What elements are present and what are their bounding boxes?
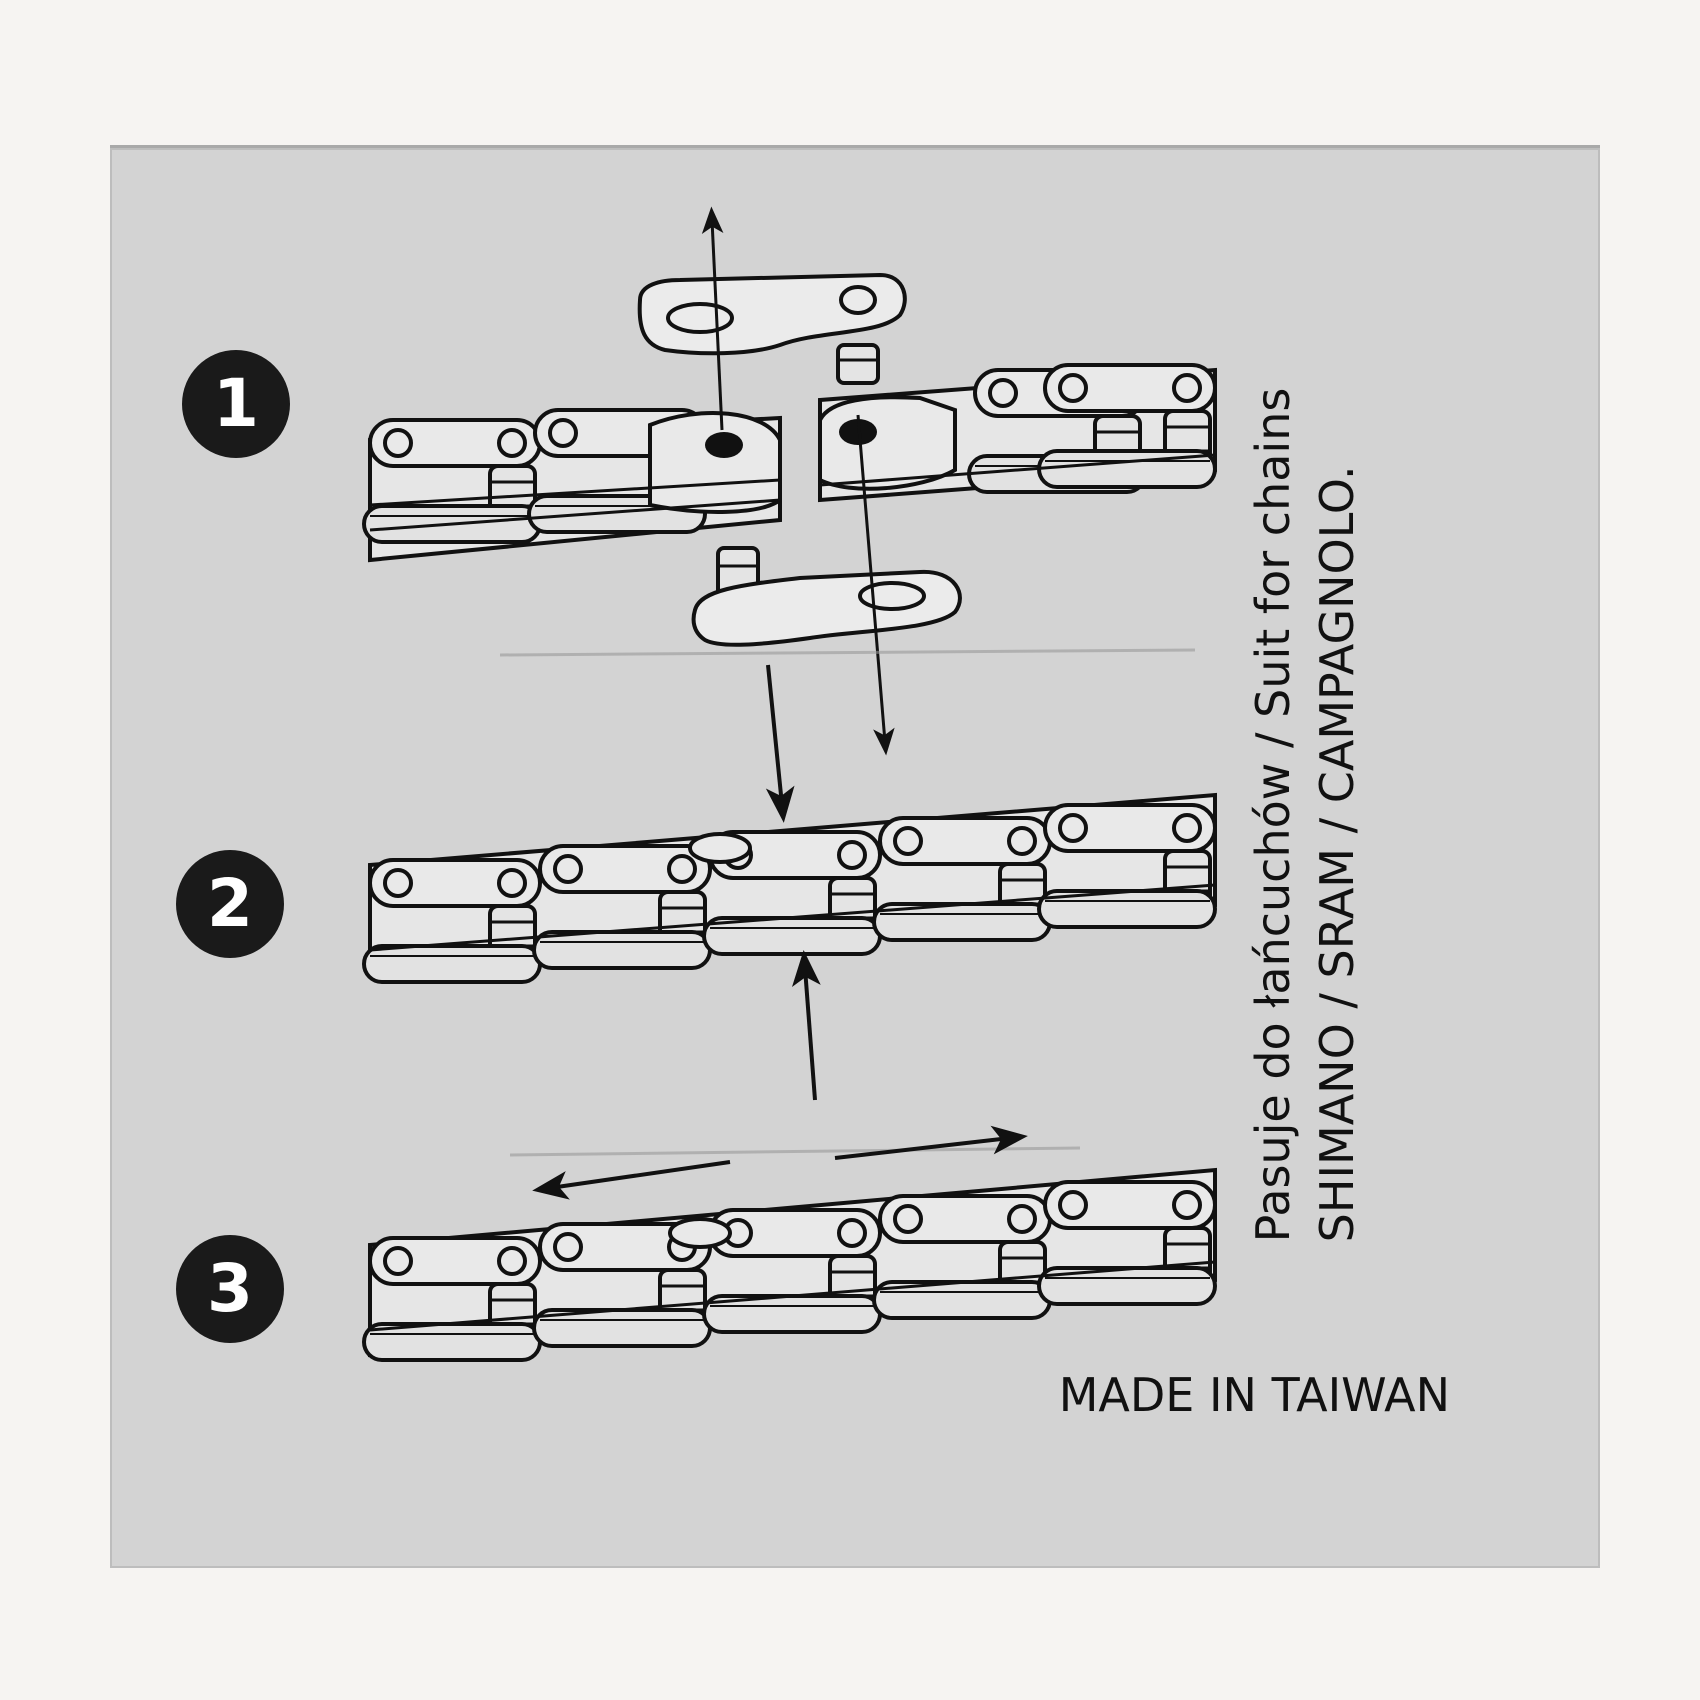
step-3-badge: 3 xyxy=(176,1235,284,1343)
step-2-badge: 2 xyxy=(176,850,284,958)
made-in-label: MADE IN TAIWAN xyxy=(1058,1368,1450,1422)
compatibility-line-2: SHIMANO / SRAM / CAMPAGNOLO. xyxy=(1310,465,1364,1243)
step-1-badge: 1 xyxy=(182,350,290,458)
step-1-number: 1 xyxy=(213,365,259,442)
step1-arrows xyxy=(701,206,895,823)
quick-link-top-plate xyxy=(637,272,907,385)
chain-link-diagram xyxy=(362,206,1217,1362)
quick-link-bottom-plate xyxy=(691,546,962,647)
step-3-number: 3 xyxy=(207,1250,253,1327)
step3-chain xyxy=(362,1167,1217,1362)
step3-arrows xyxy=(532,1125,1028,1200)
step-2-number: 2 xyxy=(207,865,253,942)
step2-arrow-up xyxy=(792,950,821,1101)
step2-chain xyxy=(362,792,1217,984)
compatibility-line-1: Pasuje do łańcuchów / Suit for chains xyxy=(1246,387,1300,1243)
step1-right-chain xyxy=(818,363,1217,503)
step1-left-chain xyxy=(362,408,782,563)
